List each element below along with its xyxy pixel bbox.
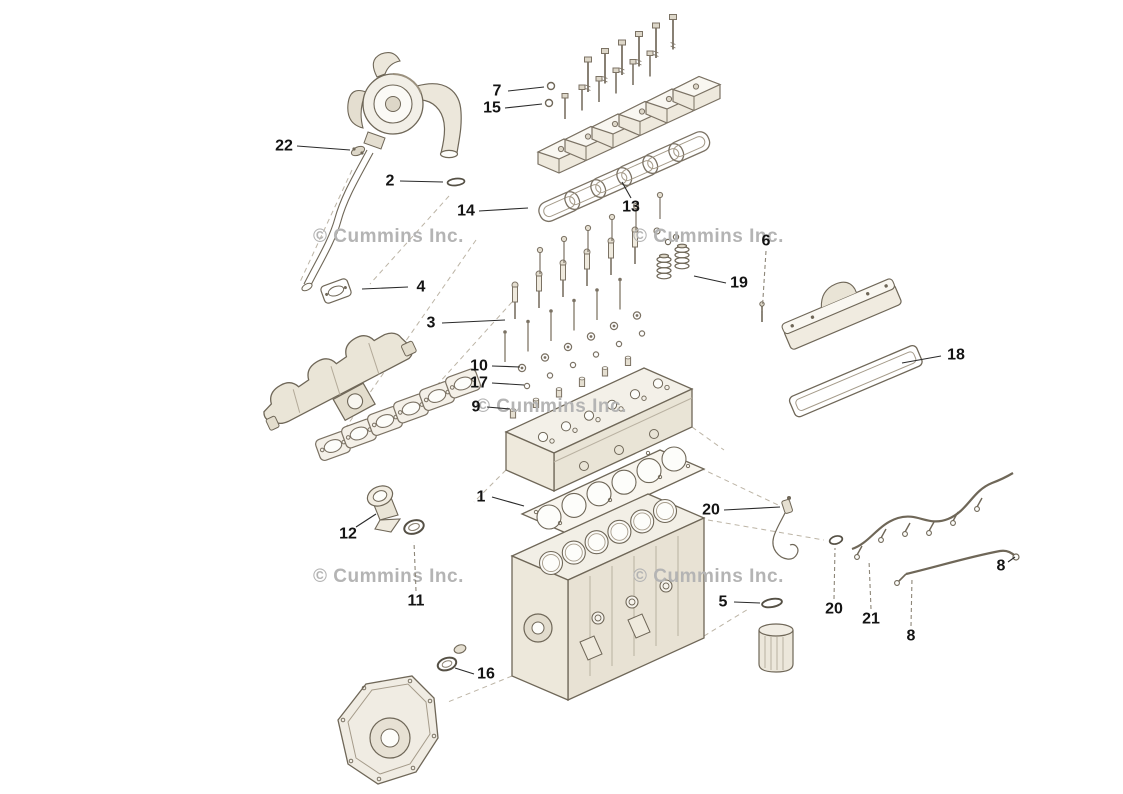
callout-17: 17 xyxy=(470,375,488,392)
callout-11: 11 xyxy=(408,593,425,610)
leader-line-9 xyxy=(486,406,511,410)
front-seal xyxy=(436,644,467,672)
leader-line-4 xyxy=(361,286,409,290)
cover-bolts xyxy=(544,13,678,120)
callout-5: 5 xyxy=(719,594,728,611)
callout-4: 4 xyxy=(417,279,426,296)
callout-2: 2 xyxy=(386,173,395,190)
leader-line-6 xyxy=(761,250,767,315)
callout-10: 10 xyxy=(470,358,488,375)
callout-16: 16 xyxy=(477,666,495,683)
intake-cover-gasket xyxy=(788,344,923,418)
head-gasket xyxy=(520,446,706,534)
intake-cover xyxy=(781,278,902,350)
callout-9: 9 xyxy=(472,399,481,416)
callout-12: 12 xyxy=(339,526,357,543)
valve-springs xyxy=(653,227,690,280)
washer xyxy=(546,81,556,91)
v-band-clamp xyxy=(350,145,366,157)
leader-line-15 xyxy=(504,103,543,109)
leader-line-14 xyxy=(478,207,529,212)
leader-line-19 xyxy=(693,275,727,284)
o-ring-small xyxy=(828,535,844,545)
o-ring-turbo xyxy=(446,177,466,187)
callout-7: 7 xyxy=(493,83,502,100)
leader-line-13 xyxy=(621,181,632,199)
callout-1: 1 xyxy=(477,489,486,506)
callout-15: 15 xyxy=(483,100,501,117)
cylinder-head xyxy=(504,367,694,493)
leader-line-8 xyxy=(1007,556,1016,563)
fuel-supply-lines xyxy=(851,472,1020,586)
callout-20: 20 xyxy=(825,601,843,618)
seal-ring xyxy=(403,519,425,535)
washer xyxy=(544,98,554,108)
leader-line-21 xyxy=(868,559,872,610)
alignment-lines xyxy=(299,169,825,703)
leader-line-22 xyxy=(296,145,351,151)
leader-line-5 xyxy=(733,601,761,604)
callout-18: 18 xyxy=(947,347,965,364)
exhaust-manifold xyxy=(263,332,417,431)
leader-line-3 xyxy=(441,319,506,324)
pressure-sensor xyxy=(772,496,799,560)
callout-6: 6 xyxy=(762,233,771,250)
callout-21: 21 xyxy=(862,611,880,628)
callout-8: 8 xyxy=(907,628,916,645)
drain-tube-gasket xyxy=(320,278,352,304)
leader-line-17 xyxy=(491,382,525,386)
callout-19: 19 xyxy=(730,275,748,292)
thermostat-housing xyxy=(366,485,402,533)
leader-line-1 xyxy=(491,496,525,507)
leader-line-12 xyxy=(355,513,377,528)
leader-line-11 xyxy=(413,541,417,592)
callout-8: 8 xyxy=(997,558,1006,575)
oil-filter xyxy=(758,623,794,673)
leader-line-16 xyxy=(454,667,475,675)
callout-22: 22 xyxy=(275,138,293,155)
leader-line-18 xyxy=(901,355,942,364)
callout-14: 14 xyxy=(457,203,475,220)
leader-line-20 xyxy=(833,547,836,600)
gear-cover xyxy=(337,675,439,785)
leader-line-20 xyxy=(723,506,781,511)
callout-3: 3 xyxy=(427,315,436,332)
leader-line-10 xyxy=(491,365,521,368)
leader-line-7 xyxy=(507,86,545,92)
turbocharger xyxy=(301,52,462,292)
callout-13: 13 xyxy=(622,199,640,216)
callout-20: 20 xyxy=(702,502,720,519)
leader-line-2 xyxy=(399,180,444,183)
engine-block xyxy=(510,493,706,702)
o-ring-filter xyxy=(761,597,783,609)
leader-line-8 xyxy=(910,577,913,627)
